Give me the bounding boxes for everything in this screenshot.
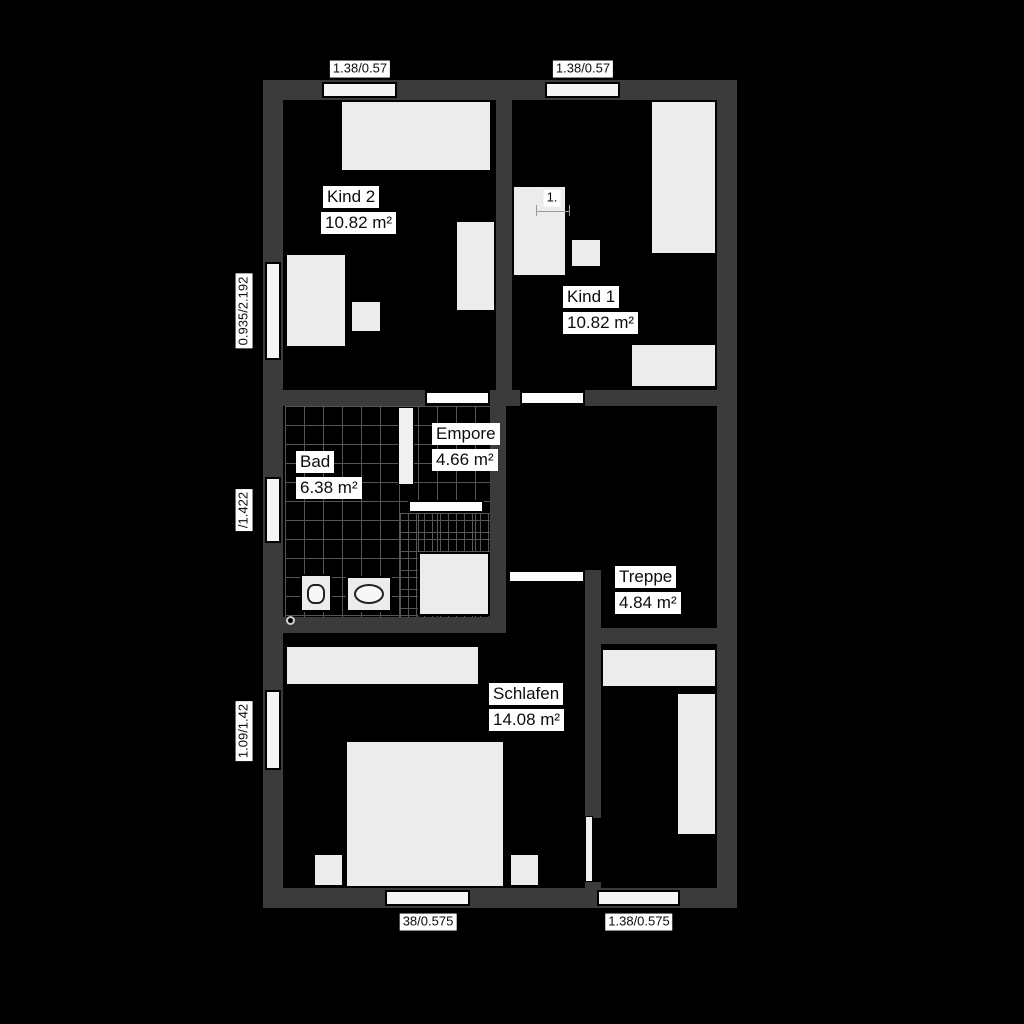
dimension-left-lower: 1.09/1.42 [235, 700, 253, 762]
door-kind2 [425, 391, 490, 405]
kind1-dim-annotation: 1. [543, 189, 561, 207]
room-label-kind1-area: 10.82 m² [563, 312, 639, 335]
window-bottom-right [597, 890, 680, 906]
toilet [300, 574, 332, 612]
room-label-empore-area: 4.66 m² [432, 449, 498, 472]
door-leaf-schlafen [585, 816, 593, 882]
right-room-wardrobe [676, 692, 717, 836]
wall-kids-divider [496, 100, 512, 390]
kind2-shelf [455, 220, 496, 312]
bad-door-hinge [286, 616, 295, 625]
room-label-treppe-area: 4.84 m² [615, 592, 681, 615]
room-label-schlafen-name: Schlafen [489, 683, 564, 706]
kind2-nightstand [350, 300, 382, 333]
door-kind1 [520, 391, 585, 405]
room-label-bad-name: Bad [296, 451, 335, 474]
dimension-bottom-right: 1.38/0.575 [605, 913, 673, 931]
room-label-kind2-area: 10.82 m² [321, 212, 397, 235]
dimension-top-left: 1.38/0.57 [329, 60, 391, 78]
kind2-bed [340, 100, 492, 172]
schlafen-dresser [285, 645, 480, 686]
kind1-wardrobe [650, 100, 717, 255]
wall-bad-bottom [283, 617, 506, 633]
sink-bowl [354, 584, 384, 604]
room-label-empore-name: Empore [432, 423, 500, 446]
window-left-lower [265, 690, 281, 770]
sink [346, 576, 392, 612]
room-label-bad-area: 6.38 m² [296, 477, 362, 500]
dimension-left-middle: /1.422 [235, 488, 253, 532]
kind1-dim-line [536, 211, 570, 212]
room-label-kind1-name: Kind 1 [563, 286, 620, 309]
kind1-nightstand [570, 238, 602, 268]
room-label-schlafen-area: 14.08 m² [489, 709, 565, 732]
window-top-left [322, 82, 397, 98]
room-label-kind2-name: Kind 2 [323, 186, 380, 209]
schlafen-nightstand-left [313, 853, 344, 887]
dimension-bottom-left: 38/0.575 [399, 913, 457, 931]
dimension-left-upper: 0.935/2.192 [235, 273, 253, 349]
wall-schlafen-right-stub [585, 882, 601, 888]
stair-landing [601, 648, 717, 688]
bad-shelf [408, 500, 484, 513]
window-left-middle [265, 477, 281, 543]
wall-middle-right [585, 390, 717, 406]
toilet-bowl [307, 584, 325, 604]
bad-radiator [398, 407, 414, 485]
window-bottom-left [385, 890, 470, 906]
window-left-upper [265, 262, 281, 360]
kind1-dim-tick-left [536, 205, 537, 216]
door-treppe [508, 570, 585, 583]
window-top-right [545, 82, 620, 98]
shower-tray [418, 552, 490, 616]
schlafen-nightstand-right [509, 853, 540, 887]
wall-middle-left [283, 390, 425, 406]
dimension-top-right: 1.38/0.57 [552, 60, 614, 78]
kind1-dresser [630, 343, 717, 388]
wall-outer-right [717, 80, 737, 908]
wall-schlafen-right [585, 570, 601, 818]
kind2-wardrobe [285, 253, 347, 348]
room-label-treppe-name: Treppe [615, 566, 677, 589]
kind1-dim-tick-right [569, 205, 570, 216]
schlafen-bed [345, 740, 505, 888]
wall-treppe-bottom [601, 628, 717, 644]
wall-middle-center [490, 390, 520, 406]
